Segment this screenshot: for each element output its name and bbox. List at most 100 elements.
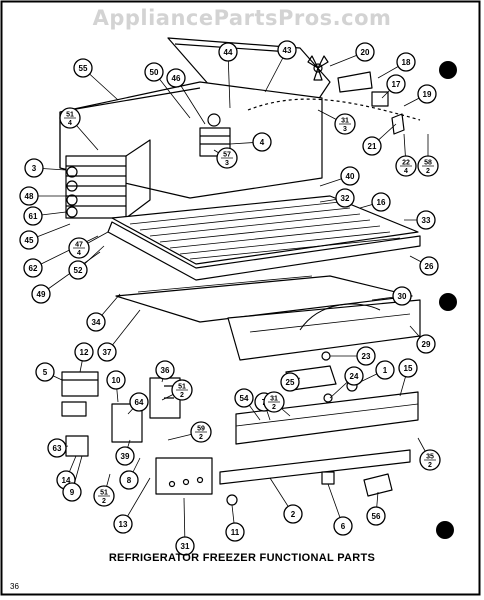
callout-quantity: 4 bbox=[77, 250, 81, 257]
rear-cover-panel bbox=[69, 87, 201, 111]
callout-number: 33 bbox=[422, 216, 431, 225]
callout-number: 31 bbox=[270, 396, 278, 403]
binder-hole bbox=[439, 293, 457, 311]
callout-balloon: 4 bbox=[252, 132, 272, 152]
wire-lead bbox=[247, 98, 421, 121]
callout-number: 20 bbox=[361, 48, 370, 57]
bottom-shroud bbox=[249, 313, 411, 333]
callout-balloon: 592 bbox=[190, 421, 212, 443]
callout-number: 23 bbox=[362, 352, 371, 361]
drain-plug bbox=[226, 494, 238, 506]
callout-balloon: 36 bbox=[155, 360, 175, 380]
callout-number: 21 bbox=[368, 142, 377, 151]
control-knob bbox=[168, 480, 176, 488]
callout-number: 62 bbox=[29, 264, 38, 273]
callout-balloon: 313 bbox=[334, 113, 356, 135]
callout-number: 40 bbox=[346, 172, 355, 181]
callout-number: 58 bbox=[424, 160, 432, 167]
callout-balloon: 13 bbox=[113, 514, 133, 534]
callout-balloon: 44 bbox=[218, 42, 238, 62]
grille-slats bbox=[129, 201, 401, 260]
callout-balloon: 52 bbox=[68, 260, 88, 280]
callout-balloon: 18 bbox=[396, 52, 416, 72]
callout-number: 48 bbox=[25, 192, 34, 201]
control-block bbox=[65, 435, 89, 457]
callout-number: 9 bbox=[70, 488, 75, 497]
page-number: 36 bbox=[10, 582, 19, 591]
thermostat bbox=[61, 401, 87, 417]
callout-number: 54 bbox=[240, 394, 249, 403]
callout-balloon: 50 bbox=[144, 62, 164, 82]
callout-number: 46 bbox=[172, 74, 181, 83]
callout-number: 3 bbox=[32, 164, 37, 173]
callout-balloon: 32 bbox=[335, 188, 355, 208]
callout-balloon: 26 bbox=[419, 256, 439, 276]
callout-balloon: 512 bbox=[93, 485, 115, 507]
callout-quantity: 2 bbox=[426, 168, 430, 175]
heater-wire bbox=[299, 303, 381, 331]
callout-number: 51 bbox=[178, 384, 186, 391]
callout-number: 50 bbox=[150, 68, 159, 77]
callout-number: 15 bbox=[404, 364, 413, 373]
callout-balloon: 43 bbox=[277, 40, 297, 60]
evaporator-coil bbox=[65, 139, 151, 219]
callout-balloon: 31 bbox=[175, 536, 195, 556]
callout-balloon: 224 bbox=[395, 155, 417, 177]
callout-number: 6 bbox=[341, 522, 346, 531]
callout-balloon: 21 bbox=[362, 136, 382, 156]
callout-balloon: 9 bbox=[62, 482, 82, 502]
callout-number: 36 bbox=[161, 366, 170, 375]
bulb-clip bbox=[323, 393, 333, 403]
bottom-shroud bbox=[227, 299, 421, 361]
callout-quantity: 2 bbox=[272, 404, 276, 411]
lamp-holder bbox=[321, 471, 335, 485]
fan-blade bbox=[307, 55, 329, 81]
callout-quantity: 2 bbox=[428, 462, 432, 469]
callout-balloon: 56 bbox=[366, 506, 386, 526]
callout-balloon: 8 bbox=[119, 470, 139, 490]
control-face-plate bbox=[155, 457, 213, 495]
callout-number: 1 bbox=[383, 366, 388, 375]
control-knob bbox=[182, 478, 190, 486]
callout-balloon: 5 bbox=[35, 362, 55, 382]
leader-line bbox=[153, 71, 191, 119]
callout-number: 32 bbox=[341, 194, 350, 203]
callout-balloon: 23 bbox=[356, 346, 376, 366]
callout-number: 63 bbox=[53, 444, 62, 453]
callout-number: 13 bbox=[119, 520, 128, 529]
callout-quantity: 2 bbox=[199, 434, 203, 441]
callout-balloon: 24 bbox=[344, 366, 364, 386]
callout-balloon: 39 bbox=[115, 446, 135, 466]
callout-balloon: 55 bbox=[73, 58, 93, 78]
callout-balloon: 25 bbox=[280, 372, 300, 392]
damper-bracket bbox=[337, 71, 373, 93]
callout-balloon: 514 bbox=[59, 107, 81, 129]
callout-balloon: 46 bbox=[166, 68, 186, 88]
callout-number: 52 bbox=[74, 266, 83, 275]
callout-number: 61 bbox=[29, 212, 38, 221]
callout-balloon: 40 bbox=[340, 166, 360, 186]
callout-balloon: 20 bbox=[355, 42, 375, 62]
callout-number: 5 bbox=[43, 368, 48, 377]
callout-balloon: 30 bbox=[392, 286, 412, 306]
callout-balloon: 34 bbox=[86, 312, 106, 332]
callout-number: 51 bbox=[66, 112, 74, 119]
callout-number: 34 bbox=[92, 318, 101, 327]
callout-balloon: 33 bbox=[416, 210, 436, 230]
diagram-caption: REFRIGERATOR FREEZER FUNCTIONAL PARTS bbox=[108, 552, 376, 564]
callout-number: 39 bbox=[121, 452, 130, 461]
callout-number: 43 bbox=[283, 46, 292, 55]
callout-number: 31 bbox=[181, 542, 190, 551]
callout-quantity: 3 bbox=[225, 160, 229, 167]
callout-number: 35 bbox=[426, 454, 434, 461]
callout-quantity: 4 bbox=[68, 120, 72, 127]
callout-balloon: 11 bbox=[225, 522, 245, 542]
callout-number: 4 bbox=[260, 138, 265, 147]
callout-quantity: 4 bbox=[404, 168, 408, 175]
callout-number: 44 bbox=[224, 48, 233, 57]
callout-quantity: 2 bbox=[102, 498, 106, 505]
control-housing-rail bbox=[235, 403, 419, 427]
